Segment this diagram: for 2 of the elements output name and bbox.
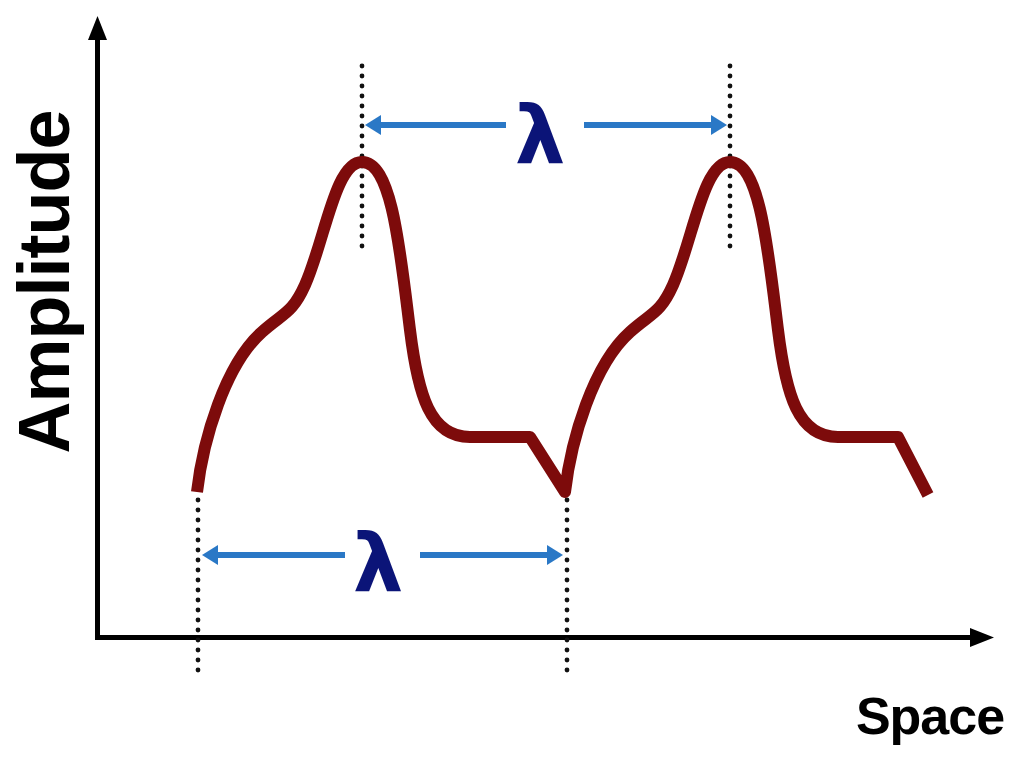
wavelength-label: λ	[352, 524, 404, 604]
wavelength-label: λ	[514, 96, 566, 176]
